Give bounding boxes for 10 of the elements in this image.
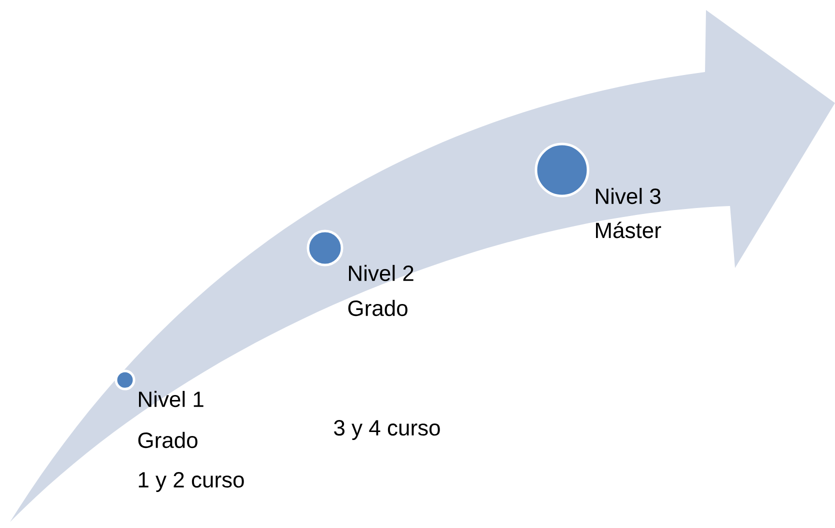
- caption-text: Nivel 3: [596, 188, 660, 204]
- caption-text: Grado: [138, 432, 198, 448]
- circle-marker: [114, 370, 136, 390]
- caption-text: 1 y 2 curso: [138, 472, 244, 492]
- caption-text: Máster: [596, 222, 662, 238]
- circle-marker: [534, 142, 590, 198]
- caption-text: Nivel 2: [349, 264, 414, 282]
- caption-text: Grado: [348, 300, 408, 316]
- caption-text: 3 y 4 curso: [334, 420, 440, 440]
- caption-text: Nivel 1: [139, 390, 204, 408]
